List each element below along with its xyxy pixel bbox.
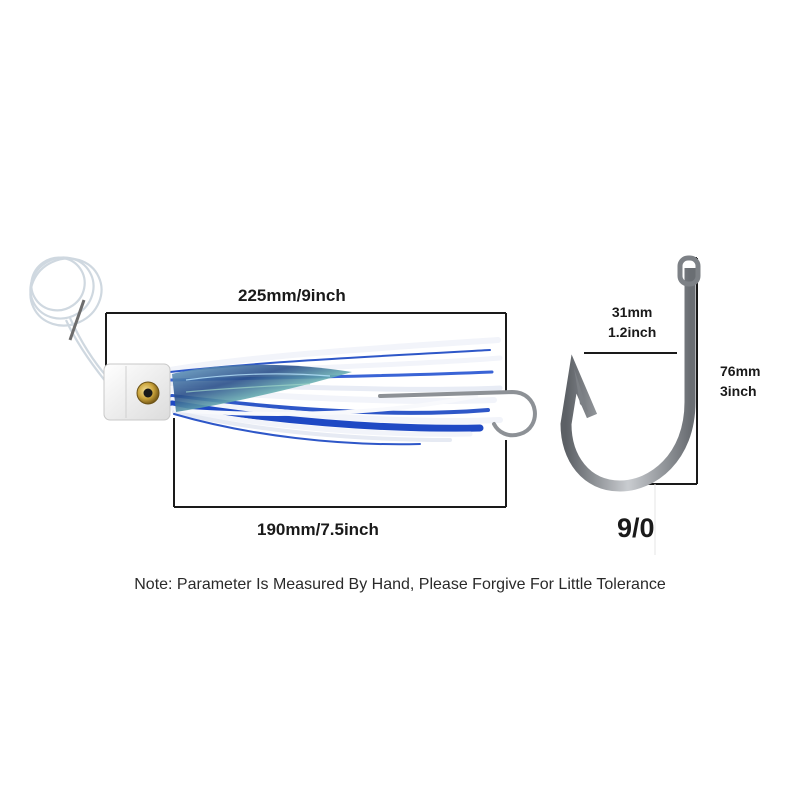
hook-length-inch: 3inch: [720, 383, 757, 399]
overall-length-label: 225mm/9inch: [238, 286, 346, 305]
skirt-length-bracket: [173, 418, 507, 508]
hook-size-label: 9/0: [617, 513, 655, 543]
overall-length-bracket: [105, 312, 507, 392]
measurement-note: Note: Parameter Is Measured By Hand, Ple…: [134, 576, 666, 593]
hook-length-label: 76mm 3inch: [720, 361, 760, 401]
leader-line-icon: [29, 256, 109, 383]
hook-length-mm: 76mm: [720, 363, 761, 379]
lure-head: [103, 363, 171, 421]
hook-gap-mm: 31mm: [611, 304, 653, 320]
lure-hook: [378, 389, 537, 438]
fishing-hook-icon: [560, 255, 701, 492]
trolling-lure-icon: [103, 337, 537, 446]
hook-gap-inch: 1.2inch: [608, 324, 657, 340]
hook-gap-label: 31mm 1.2inch: [608, 302, 656, 342]
skirt-length-label: 190mm/7.5inch: [257, 520, 379, 539]
